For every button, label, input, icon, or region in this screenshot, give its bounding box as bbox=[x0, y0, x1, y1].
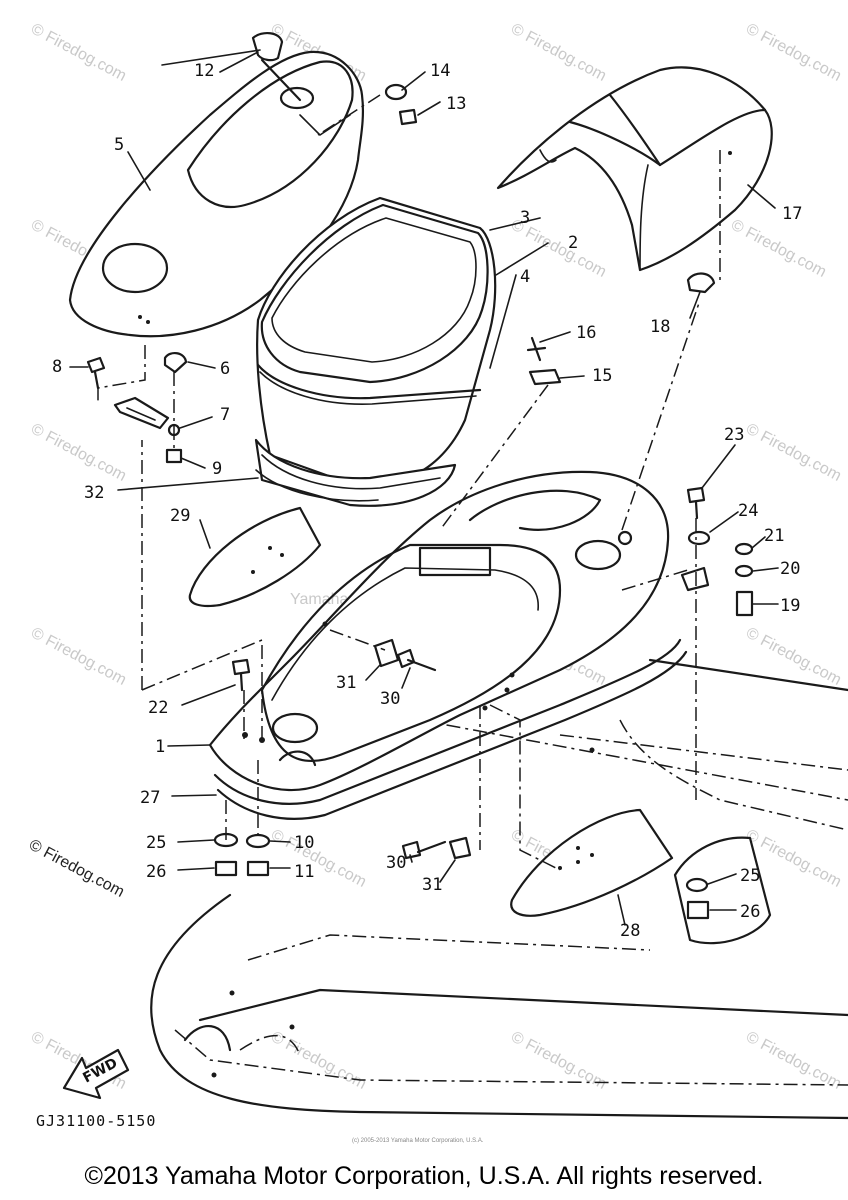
footer-copyright: ©2013 Yamaha Motor Corporation, U.S.A. A… bbox=[84, 1162, 764, 1190]
cap-part-12 bbox=[251, 32, 302, 102]
seat-part-17 bbox=[496, 66, 773, 272]
callout-16: 16 bbox=[576, 323, 596, 343]
side-cover-part-29 bbox=[188, 506, 322, 608]
leader-lines bbox=[69, 49, 779, 926]
watermark-text: © Firedog.com bbox=[743, 421, 844, 485]
callout-24: 24 bbox=[738, 501, 758, 521]
storage-box bbox=[254, 196, 497, 507]
callout-29: 29 bbox=[170, 506, 190, 526]
callout-7: 7 bbox=[220, 405, 230, 425]
callout-10: 10 bbox=[294, 833, 314, 853]
side-cover-part-28 bbox=[510, 808, 674, 917]
callout-26a: 26 bbox=[146, 862, 166, 882]
watermark-text: © Firedog.com bbox=[743, 625, 844, 689]
callout-8: 8 bbox=[52, 357, 62, 377]
gasket-part-27 bbox=[213, 638, 688, 820]
deck-part-1 bbox=[208, 470, 670, 792]
callout-30a: 30 bbox=[380, 689, 400, 709]
callout-31b: 31 bbox=[422, 875, 442, 895]
watermark-text: © Firedog.com bbox=[743, 21, 844, 85]
callouts: 12 14 13 5 3 2 4 16 15 17 18 8 6 7 9 32 … bbox=[52, 61, 802, 941]
callout-11: 11 bbox=[294, 862, 314, 882]
watermark-text: © Firedog.com bbox=[28, 625, 129, 689]
hardware bbox=[86, 83, 772, 945]
callout-18: 18 bbox=[650, 317, 670, 337]
watermark-text: © Firedog.com bbox=[508, 21, 609, 85]
watermark-text: © Firedog.com bbox=[508, 1029, 609, 1093]
callout-27: 27 bbox=[140, 788, 160, 808]
callout-28: 28 bbox=[620, 921, 640, 941]
watermark-text: © Firedog.com bbox=[743, 1029, 844, 1093]
watermark-text: © Firedog.com bbox=[268, 1029, 369, 1093]
callout-13: 13 bbox=[446, 94, 466, 114]
drawing-code: GJ31100-5150 bbox=[36, 1112, 156, 1130]
small-copyright: (c) 2005-2013 Yamaha Motor Corporation, … bbox=[352, 1138, 484, 1144]
callout-31a: 31 bbox=[336, 673, 356, 693]
callout-25b: 25 bbox=[740, 866, 760, 886]
watermark-text: © Firedog.com bbox=[28, 421, 129, 485]
callout-32: 32 bbox=[84, 483, 104, 503]
callout-19: 19 bbox=[780, 596, 800, 616]
callout-26b: 26 bbox=[740, 902, 760, 922]
callout-17: 17 bbox=[782, 204, 802, 224]
watermark-text: © Firedog.com bbox=[728, 217, 829, 281]
watermark-text: © Firedog.com bbox=[268, 827, 369, 891]
callout-9: 9 bbox=[212, 459, 222, 479]
callout-1: 1 bbox=[155, 737, 165, 757]
hull-deck bbox=[150, 658, 848, 1120]
callout-20: 20 bbox=[780, 559, 800, 579]
callout-14: 14 bbox=[430, 61, 450, 81]
bracket-part-7 bbox=[113, 396, 170, 430]
callout-21: 21 bbox=[764, 526, 784, 546]
side-brand: © Firedog.com bbox=[26, 837, 127, 901]
callout-15: 15 bbox=[592, 366, 612, 386]
callout-30b: 30 bbox=[386, 853, 406, 873]
callout-5: 5 bbox=[114, 135, 124, 155]
callout-25a: 25 bbox=[146, 833, 166, 853]
callout-12: 12 bbox=[194, 61, 214, 81]
callout-4: 4 bbox=[520, 267, 530, 287]
callout-23: 23 bbox=[724, 425, 744, 445]
callout-6: 6 bbox=[220, 359, 230, 379]
callout-3: 3 bbox=[520, 208, 530, 228]
callout-22: 22 bbox=[148, 698, 168, 718]
callout-2: 2 bbox=[568, 233, 578, 253]
watermark-text: © Firedog.com bbox=[28, 21, 129, 85]
